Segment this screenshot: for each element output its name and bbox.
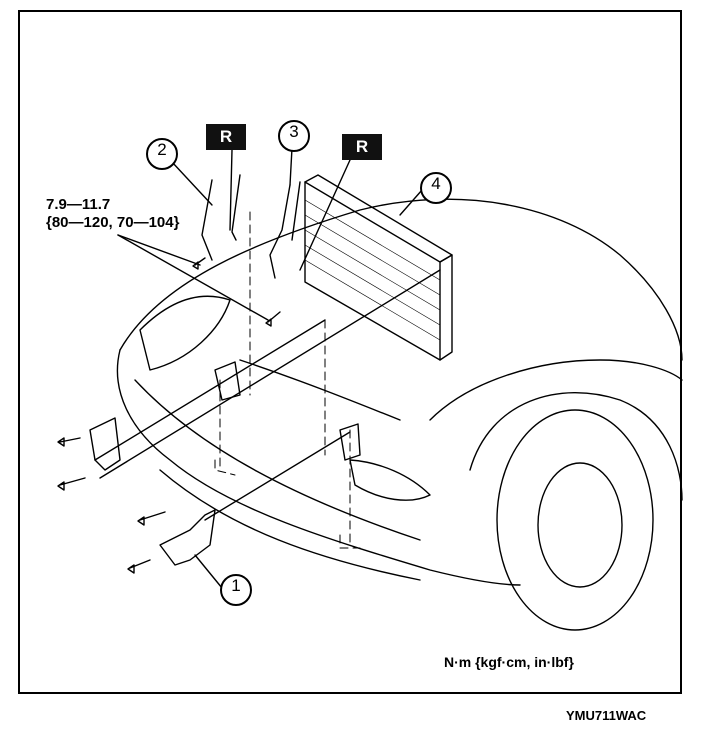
bracket-right [339, 423, 361, 461]
bracket-lower [159, 509, 216, 566]
replace-badge: R [342, 134, 382, 160]
front-wheel-rim [537, 462, 623, 588]
badge-leader-2 [299, 159, 351, 271]
fog-lamp [349, 459, 431, 501]
car-hood-outline [119, 198, 683, 361]
car-fender-line [429, 359, 683, 421]
callout-4: 4 [420, 172, 452, 204]
front-wheel [496, 409, 654, 631]
condenser-side [439, 254, 453, 361]
pipe-3 [269, 181, 301, 279]
figure-code: YMU711WAC [566, 708, 647, 723]
wheel-arch [469, 392, 683, 501]
bracket-mid [214, 361, 241, 401]
torque-leader-1 [117, 234, 201, 266]
callout-leader-3 [289, 147, 293, 186]
bracket-guide-2 [99, 269, 441, 479]
callout-2: 2 [146, 138, 178, 170]
torque-leader-2 [117, 234, 269, 321]
torque-spec-line1: 7.9—11.7 [46, 196, 111, 213]
badge-leader-1 [229, 149, 233, 231]
car-front-outline [116, 349, 521, 586]
units-note: N·m {kgf·cm, in·lbf} [444, 654, 574, 670]
grille-line [239, 359, 401, 421]
headlight [139, 295, 231, 371]
callout-3: 3 [278, 120, 310, 152]
torque-spec-line2: {80—120, 70—104} [46, 214, 180, 231]
bumper-lower [159, 469, 421, 581]
bracket-guide-3 [204, 431, 351, 521]
callout-leader-2 [171, 161, 213, 206]
torque-spec: 7.9—11.7 {80—120, 70—104} [46, 196, 179, 232]
callout-1: 1 [220, 574, 252, 606]
bracket-guide-1 [94, 319, 326, 461]
bumper-line [134, 379, 421, 541]
replace-badge: R [206, 124, 246, 150]
bracket-upper-left [89, 417, 121, 471]
pipe-2 [201, 174, 241, 261]
callout-leader-4 [399, 189, 423, 216]
callout-leader-1 [194, 554, 223, 589]
